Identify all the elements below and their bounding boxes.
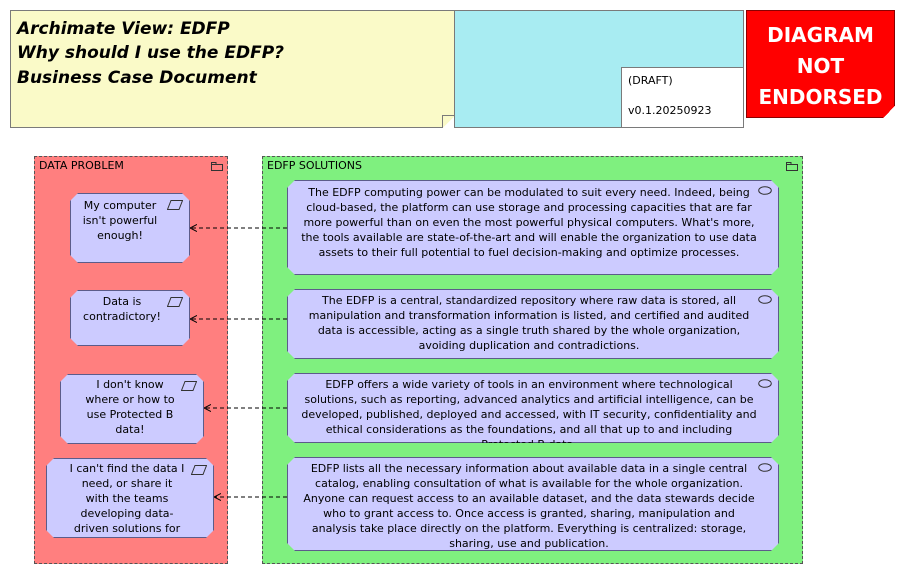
solution-text: The EDFP computing power can be modulate… xyxy=(301,186,757,259)
title-line-document: Business Case Document xyxy=(17,68,257,88)
oval-icon xyxy=(758,295,772,304)
note-fold xyxy=(883,106,895,118)
oval-icon xyxy=(758,379,772,388)
problem-element-protected-b[interactable]: I don't know where or how to use Protect… xyxy=(60,374,204,444)
folder-icon xyxy=(786,162,798,171)
problem-element-contradictory[interactable]: Data is contradictory! xyxy=(70,290,190,346)
group-label-solution: EDFP SOLUTIONS xyxy=(267,159,362,172)
parallelogram-icon xyxy=(167,200,183,210)
title-line-view: Archimate View: EDFP xyxy=(17,19,230,39)
version-box[interactable]: (DRAFT) v0.1.20250923 xyxy=(621,67,744,128)
oval-icon xyxy=(758,186,772,195)
solution-element-central-repository[interactable]: The EDFP is a central, standardized repo… xyxy=(287,289,779,359)
parallelogram-icon xyxy=(181,381,197,391)
draft-status: (DRAFT) xyxy=(628,74,673,87)
endorsement-line-3: ENDORSED xyxy=(758,85,883,109)
oval-icon xyxy=(758,463,772,472)
endorsement-line-1: DIAGRAM xyxy=(767,23,874,47)
problem-element-find-data[interactable]: I can't find the data I need, or share i… xyxy=(46,458,214,538)
problem-text: Data is contradictory! xyxy=(83,295,161,323)
parallelogram-icon xyxy=(191,465,207,475)
parallelogram-icon xyxy=(167,297,183,307)
solution-element-tools[interactable]: EDFP offers a wide variety of tools in a… xyxy=(287,373,779,443)
solution-text: The EDFP is a central, standardized repo… xyxy=(308,294,750,352)
endorsement-note[interactable]: DIAGRAM NOT ENDORSED xyxy=(746,10,895,118)
title-note[interactable]: Archimate View: EDFP Why should I use th… xyxy=(10,10,455,128)
solution-element-catalog[interactable]: EDFP lists all the necessary information… xyxy=(287,457,779,551)
problem-text: I can't find the data I need, or share i… xyxy=(69,462,185,535)
note-fold xyxy=(442,115,455,128)
folder-icon xyxy=(211,162,223,171)
problem-text: I don't know where or how to use Protect… xyxy=(85,378,175,436)
version-label: v0.1.20250923 xyxy=(628,104,712,117)
endorsement-line-2: NOT xyxy=(796,54,845,78)
solution-element-computing-power[interactable]: The EDFP computing power can be modulate… xyxy=(287,180,779,275)
solution-text: EDFP lists all the necessary information… xyxy=(303,462,755,550)
problem-text: My computer isn't powerful enough! xyxy=(82,199,158,242)
problem-element-computer[interactable]: My computer isn't powerful enough! xyxy=(70,193,190,263)
title-line-question: Why should I use the EDFP? xyxy=(17,43,285,63)
solution-text: EDFP offers a wide variety of tools in a… xyxy=(301,378,757,436)
group-label-problem: DATA PROBLEM xyxy=(39,159,124,172)
